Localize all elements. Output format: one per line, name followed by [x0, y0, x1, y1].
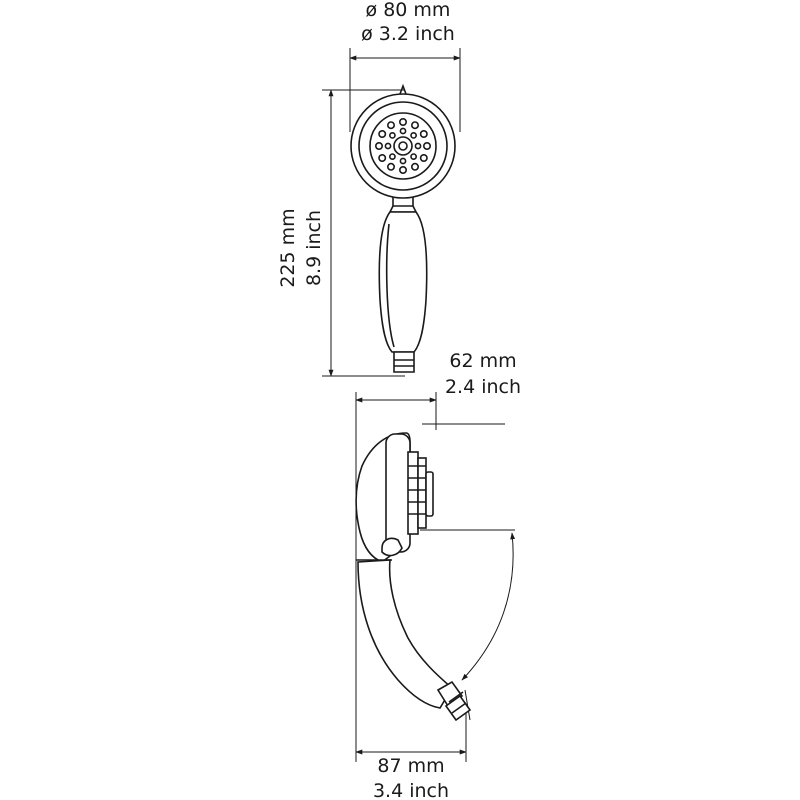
length-dimension: 225 mm 8.9 inch: [277, 89, 405, 377]
front-view: ø 80 mm ø 3.2 inch 225 mm 8.9 inch: [277, 0, 461, 377]
side-width-metric-label: 87 mm: [377, 755, 444, 777]
side-view: 62 mm 2.4 inch 87 mm 3.4 inch: [355, 350, 521, 800]
diameter-dimension: ø 80 mm ø 3.2 inch: [349, 0, 461, 132]
handle-side: [356, 559, 472, 722]
length-metric-label: 225 mm: [277, 208, 299, 287]
handle-front: [378, 197, 428, 373]
side-depth-imperial-label: 2.4 inch: [445, 376, 521, 398]
face-ridges: [408, 465, 426, 515]
nozzle-ring-outer: [374, 118, 431, 175]
nozzle-ring-inner: [384, 127, 422, 165]
diameter-imperial-label: ø 3.2 inch: [361, 23, 455, 45]
length-imperial-label: 8.9 inch: [303, 210, 325, 286]
side-depth-dimension: 62 mm 2.4 inch: [355, 350, 521, 762]
side-width-dimension: 87 mm 3.4 inch: [355, 706, 467, 800]
diameter-metric-label: ø 80 mm: [366, 0, 451, 21]
shower-head-side: [355, 432, 434, 563]
side-width-imperial-label: 3.4 inch: [373, 780, 449, 800]
shower-head-front: [350, 83, 456, 199]
side-depth-metric-label: 62 mm: [449, 350, 516, 372]
tilt-angle-arc: [420, 529, 516, 721]
